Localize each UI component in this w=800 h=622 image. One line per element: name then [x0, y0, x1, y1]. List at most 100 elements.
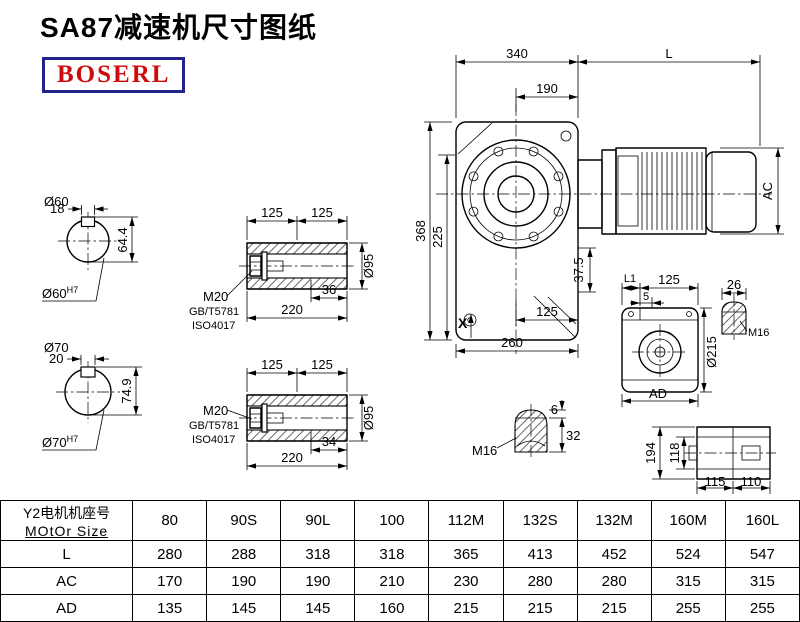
table-cell: 215 — [428, 594, 504, 622]
dim-194-label: 194 — [643, 442, 658, 464]
table-row-L: L 280 288 318 318 365 413 452 524 547 — [0, 540, 800, 568]
dim-190-label: 190 — [536, 81, 558, 96]
table-header-cell: Y2电机机座号 MOtOr Size — [0, 500, 134, 541]
shaft60-keywidth-label: 18 — [50, 201, 64, 216]
dim-368-label: 368 — [413, 220, 428, 242]
hollow-bottom-125a-label: 125 — [261, 357, 283, 372]
table-cell: 365 — [428, 540, 504, 568]
table-cell: 318 — [280, 540, 356, 568]
shaft60-keyway — [80, 216, 96, 228]
table-cell: 315 — [724, 567, 800, 595]
table-header-en: MOtOr Size — [25, 522, 109, 539]
hollow-shaft-detail-bottom: 125 125 M20 GB/T5781 ISO4017 34 220 Ø95 — [189, 357, 376, 470]
table-cell: 255 — [724, 594, 800, 622]
dim-340-label: 340 — [506, 46, 528, 61]
hollow-top-bore-label: Ø95 — [361, 254, 376, 279]
shaft70-keyway — [80, 366, 96, 378]
bolt-stud — [266, 260, 284, 272]
table-cell: 170 — [132, 567, 208, 595]
hollow-bottom-34-label: 34 — [322, 434, 336, 449]
table-cell: 318 — [354, 540, 430, 568]
technical-drawing: 340 L 190 368 225 37.5 125 260 X AC Ø60 … — [42, 46, 784, 494]
hollow-top-36-label: 36 — [322, 282, 336, 297]
motor — [577, 147, 757, 235]
hollow-bottom-125b-label: 125 — [311, 357, 333, 372]
table-cell: 160L — [724, 500, 800, 541]
table-cell: 255 — [650, 594, 726, 622]
row-label: L — [0, 540, 134, 568]
dim-225-label: 225 — [430, 226, 445, 248]
table-cell: 413 — [502, 540, 578, 568]
hollow-bottom-220-label: 220 — [281, 450, 303, 465]
table-cell: 112M — [428, 500, 504, 541]
table-cell: 190 — [206, 567, 282, 595]
hollow-shaft-body — [246, 394, 348, 442]
dim-L1-label: L1 — [624, 273, 636, 285]
shaft70-fit-label: Ø70H7 — [42, 434, 78, 450]
table-cell: 280 — [502, 567, 578, 595]
x-mark-label: X — [458, 315, 468, 331]
hollow-top-125a-label: 125 — [261, 205, 283, 220]
table-cell: 190 — [280, 567, 356, 595]
table-cell: 132S — [502, 500, 578, 541]
gearbox-housing — [455, 121, 579, 341]
motor-fins — [641, 152, 703, 230]
motor-body — [615, 147, 707, 235]
table-cell: 100 — [354, 500, 430, 541]
hollow-bottom-bolt-label: M20 — [203, 403, 228, 418]
table-cell: 90S — [206, 500, 282, 541]
dim-5-label: 5 — [643, 291, 649, 303]
dim-6-label: 6 — [551, 402, 558, 417]
shaft70-keywidth-label: 20 — [49, 351, 63, 366]
dim-L-label: L — [665, 46, 672, 61]
row-label: AD — [0, 594, 134, 622]
end-m16-label: M16 — [472, 443, 497, 458]
dim-260-label: 260 — [501, 335, 523, 350]
washer — [261, 403, 268, 433]
table-cell: 145 — [280, 594, 356, 622]
bolt-stud — [266, 412, 284, 424]
motor-size-table: Y2电机机座号 MOtOr Size 80 90S 90L 100 112M 1… — [0, 500, 800, 622]
side-view: L1 125 5 Ø215 AD 26 M16 — [621, 272, 769, 407]
hollow-shaft-detail-top: 125 125 M20 GB/T5781 ISO4017 36 220 Ø95 — [189, 205, 376, 332]
shaft70-dia-label: Ø70 — [44, 340, 69, 355]
dim-AC-label: AC — [760, 182, 775, 200]
rear-view: 194 118 115 110 — [643, 426, 776, 494]
shaft60-fit-label: Ø60H7 — [42, 285, 78, 301]
table-cell: 280 — [132, 540, 208, 568]
table-cell: 215 — [576, 594, 652, 622]
side-m16-label: M16 — [748, 327, 769, 339]
table-header-row: Y2电机机座号 MOtOr Size 80 90S 90L 100 112M 1… — [0, 500, 800, 541]
dim-26-label: 26 — [727, 277, 741, 292]
hollow-bottom-std1-label: GB/T5781 — [189, 420, 239, 432]
table-row-AD: AD 135 145 145 160 215 215 215 255 255 — [0, 594, 800, 622]
table-cell: 145 — [206, 594, 282, 622]
hollow-top-std1-label: GB/T5781 — [189, 306, 239, 318]
washer — [261, 251, 268, 281]
shaft60-section: Ø60 18 64.4 Ø60H7 — [42, 194, 138, 302]
table-cell: 280 — [576, 567, 652, 595]
dim-32-label: 32 — [566, 428, 580, 443]
page-title: SA87减速机尺寸图纸 — [40, 12, 318, 43]
hollow-top-125b-label: 125 — [311, 205, 333, 220]
hollow-bottom-bore-label: Ø95 — [361, 406, 376, 431]
dim-115-label: 115 — [705, 474, 726, 489]
hollow-bottom-std2-label: ISO4017 — [192, 434, 235, 446]
side-view-body — [621, 307, 699, 393]
table-cell: 215 — [502, 594, 578, 622]
shaft70-section: Ø70 20 74.9 Ø70H7 — [42, 340, 142, 451]
brand-logo: BOSERL — [42, 57, 186, 93]
main-view: 340 L 190 368 225 37.5 125 260 X AC — [413, 46, 784, 358]
shaft60-dia-label: Ø60 — [44, 194, 69, 209]
hollow-top-220-label: 220 — [281, 302, 303, 317]
table-header-cn: Y2电机机座号 — [23, 504, 111, 521]
dia-215-label: Ø215 — [704, 336, 719, 368]
output-flange-circles — [461, 139, 571, 249]
bolt-head — [249, 255, 262, 277]
hollow-top-bolt-label: M20 — [203, 289, 228, 304]
dim-AD-label: AD — [649, 386, 667, 401]
table-cell: 524 — [650, 540, 726, 568]
dim-125-bottom-label: 125 — [536, 304, 558, 319]
table-cell: 315 — [650, 567, 726, 595]
table-cell: 160 — [354, 594, 430, 622]
